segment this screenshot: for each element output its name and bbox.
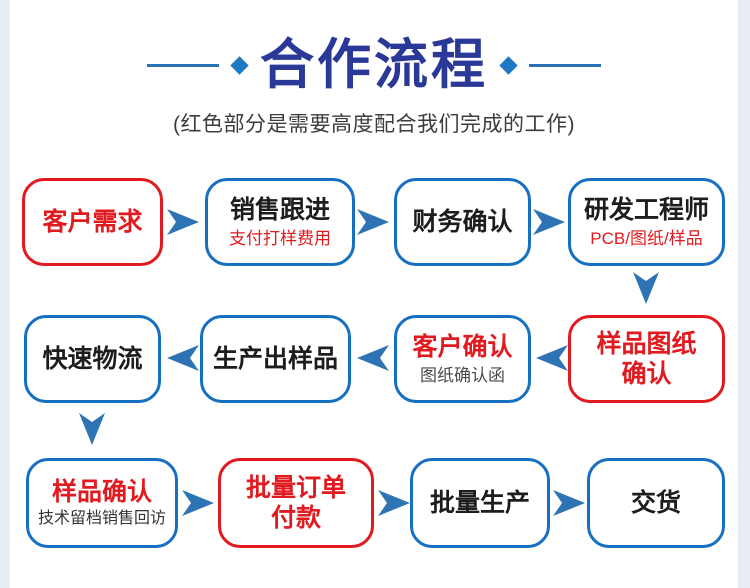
- flow-node-bulk-order-payment: 批量订单 付款: [218, 458, 374, 548]
- arrow-left-icon: [356, 341, 390, 375]
- page-edge-right: [738, 0, 750, 588]
- arrow-right-icon: [356, 205, 390, 239]
- flow-node-rd-engineer: 研发工程师 PCB/图纸/样品: [568, 178, 725, 266]
- diamond-icon-left: [230, 55, 249, 75]
- title-line-left: [147, 63, 219, 67]
- arrow-right-icon: [181, 486, 215, 520]
- node-title: 样品图纸 确认: [596, 329, 697, 389]
- title-line-right: [529, 63, 601, 67]
- node-title: 交货: [630, 488, 681, 517]
- node-subtitle: 技术留档销售回访: [37, 510, 166, 528]
- header: 合作流程 (红色部分是需要高度配合我们完成的工作): [10, 0, 738, 138]
- flow-node-fast-logistics: 快速物流: [24, 315, 161, 403]
- flow-node-sales-follow-up: 销售跟进 支付打样费用: [205, 178, 355, 266]
- arrow-down-icon: [75, 412, 109, 446]
- flow-node-sample-drawing-confirm: 样品图纸 确认: [568, 315, 725, 403]
- flow-node-sample-confirm: 样品确认 技术留档销售回访: [26, 458, 178, 548]
- arrow-left-icon: [166, 341, 200, 375]
- node-title: 销售跟进: [229, 196, 330, 225]
- flow-node-delivery: 交货: [587, 458, 725, 548]
- page-subtitle: (红色部分是需要高度配合我们完成的工作): [173, 113, 575, 136]
- node-title: 快速物流: [42, 344, 143, 373]
- page-edge-left: [0, 0, 10, 588]
- flow-node-finance-confirm: 财务确认: [394, 178, 531, 266]
- node-title: 批量订单 付款: [245, 473, 346, 533]
- flow-node-customer-confirm: 客户确认 图纸确认函: [394, 315, 531, 403]
- node-title: 批量生产: [429, 488, 530, 517]
- page-title: 合作流程: [260, 35, 488, 95]
- node-subtitle: 图纸确认函: [420, 365, 505, 385]
- flow-node-mass-production: 批量生产: [410, 458, 550, 548]
- node-title: 样品确认: [51, 477, 152, 506]
- node-subtitle: 支付打样费用: [229, 228, 331, 248]
- node-subtitle: PCB/图纸/样品: [590, 228, 703, 248]
- node-title: 客户需求: [42, 207, 143, 236]
- arrow-left-icon: [535, 341, 569, 375]
- arrow-down-icon: [629, 271, 663, 305]
- node-title: 研发工程师: [583, 196, 709, 225]
- node-title: 生产出样品: [212, 344, 338, 373]
- flow-node-customer-demand: 客户需求: [22, 178, 163, 266]
- flow-node-produce-sample: 生产出样品: [200, 315, 351, 403]
- title-row: 合作流程: [10, 34, 738, 96]
- node-title: 客户确认: [412, 333, 513, 362]
- arrow-right-icon: [552, 486, 586, 520]
- node-title: 财务确认: [412, 207, 513, 236]
- arrow-right-icon: [166, 205, 200, 239]
- diamond-icon-right: [499, 55, 518, 75]
- arrow-right-icon: [532, 205, 566, 239]
- arrow-right-icon: [377, 486, 411, 520]
